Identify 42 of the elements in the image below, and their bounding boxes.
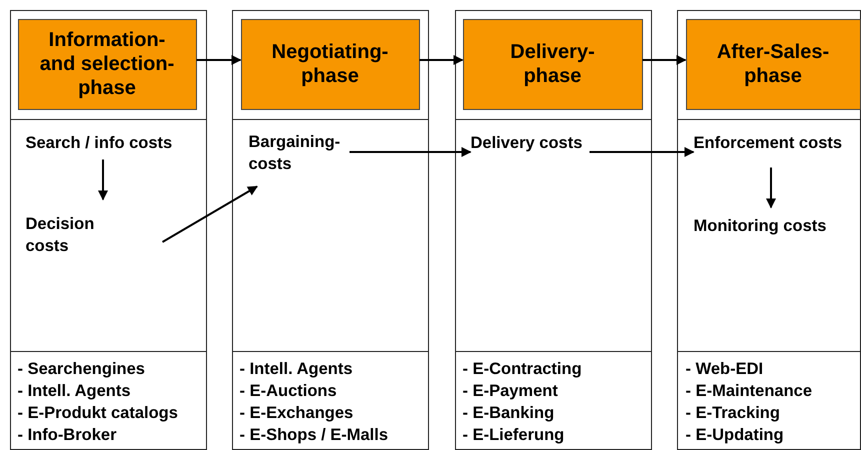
list-item: - E-Exchanges xyxy=(240,402,354,424)
arrow xyxy=(766,168,776,208)
list-item: - E-Maintenance xyxy=(686,380,814,402)
cost-label: Monitoring costs xyxy=(694,216,828,236)
list-item: - Intell. Agents xyxy=(240,358,354,380)
arrow xyxy=(162,186,258,243)
list-item: - Web-EDI xyxy=(686,358,764,380)
phase-title: Information- and selection- phase xyxy=(38,28,176,100)
cost-label: Enforcement costs xyxy=(694,132,844,154)
cost-label: Bargaining- costs xyxy=(248,132,342,174)
list-item: - E-Banking xyxy=(462,402,556,424)
column-panel xyxy=(677,10,861,450)
list-item: - E-Updating xyxy=(686,424,785,446)
list-item: - E-Tracking xyxy=(686,402,781,424)
column-panel xyxy=(455,10,652,450)
cost-label: Delivery costs xyxy=(470,132,584,154)
phase-title: Negotiating- phase xyxy=(270,40,390,88)
arrow xyxy=(196,55,242,65)
cost-label: Search / info costs xyxy=(26,132,174,154)
arrow xyxy=(590,147,694,157)
list-item: - E-Payment xyxy=(462,380,559,402)
arrow xyxy=(350,147,472,157)
phase-box xyxy=(686,18,860,110)
list-item: - Intell. Agents xyxy=(18,380,132,402)
list-item: - E-Shops / E-Malls xyxy=(240,424,390,446)
list-item: - E-Contracting xyxy=(462,358,583,380)
phase-box xyxy=(18,18,196,110)
cost-label: Decision costs xyxy=(26,214,96,256)
list-item: - Info-Broker xyxy=(18,424,118,446)
list-item: - Searchengines xyxy=(18,358,146,380)
arrow xyxy=(642,55,686,65)
column-panel xyxy=(10,10,207,450)
phase-box xyxy=(462,18,642,110)
list-item: - E-Lieferung xyxy=(462,424,566,446)
list-item: - E-Auctions xyxy=(240,380,338,402)
phase-box xyxy=(240,18,420,110)
phase-title: Delivery- phase xyxy=(509,40,596,88)
list-item: - E-Produkt catalogs xyxy=(18,402,179,424)
phase-title: After-Sales- phase xyxy=(716,40,830,88)
arrow xyxy=(420,55,464,65)
column-panel xyxy=(232,10,429,450)
arrow xyxy=(98,160,108,200)
